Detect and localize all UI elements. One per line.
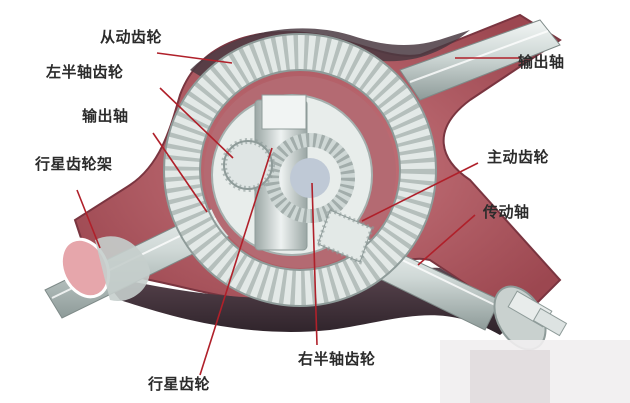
label-drive-gear: 主动齿轮 [487,148,550,166]
leader-line-right-side-gear [311,182,318,346]
leader-line-drive-gear [361,162,479,222]
label-drive-shaft: 传动轴 [483,203,530,221]
drive-shaft-part [344,234,630,403]
leader-line-planet-gear [199,147,273,376]
drive-flange [493,285,568,351]
output-shaft-right-part [399,19,561,101]
label-planet-carrier: 行星齿轮架 [35,155,113,173]
leader-line-planet-carrier [76,189,101,249]
leader-line-left-side-gear [159,87,234,159]
ring-gear [163,33,437,307]
label-output-shaft-right: 输出轴 [518,53,565,71]
leader-line-output-shaft-left [152,132,208,213]
leader-lines [76,52,520,376]
leader-line-drive-shaft [417,214,476,266]
label-left-side-gear: 左半轴齿轮 [46,63,124,81]
label-driven-gear: 从动齿轮 [100,28,163,46]
planet-gear-assembly [221,94,355,251]
label-right-side-gear: 右半轴齿轮 [298,350,376,368]
label-planet-gear: 行星齿轮 [148,375,211,393]
drive-pinion [315,207,375,265]
leader-line-driven-gear [156,52,233,64]
label-output-shaft-left: 输出轴 [82,107,129,125]
